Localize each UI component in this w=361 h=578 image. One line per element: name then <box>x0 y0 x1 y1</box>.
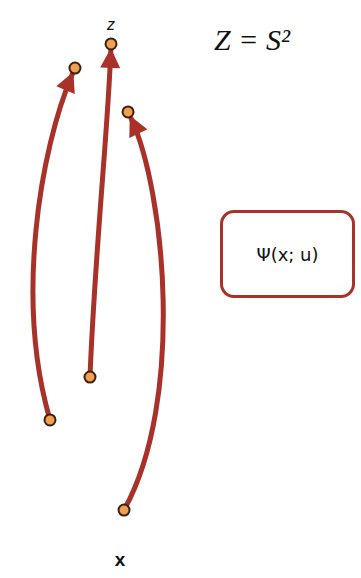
point-dot <box>84 372 95 383</box>
point-dot <box>106 38 117 49</box>
point-dot <box>123 106 134 117</box>
point-label: z <box>52 16 170 34</box>
mapping-arrow <box>90 50 111 377</box>
mapping-arrow <box>33 74 73 420</box>
mapping-arrow <box>124 117 163 510</box>
point-dot <box>69 63 80 74</box>
sphere-node: z <box>52 6 164 118</box>
image-caption: x <box>8 549 232 571</box>
image-node: x <box>8 365 232 530</box>
process-box: Ψ(x; u) <box>220 210 355 298</box>
point-dot <box>119 505 130 516</box>
point-dot <box>45 414 56 425</box>
space-label: Z = S² <box>214 22 290 58</box>
function-label: Ψ(x; u) <box>256 244 318 265</box>
